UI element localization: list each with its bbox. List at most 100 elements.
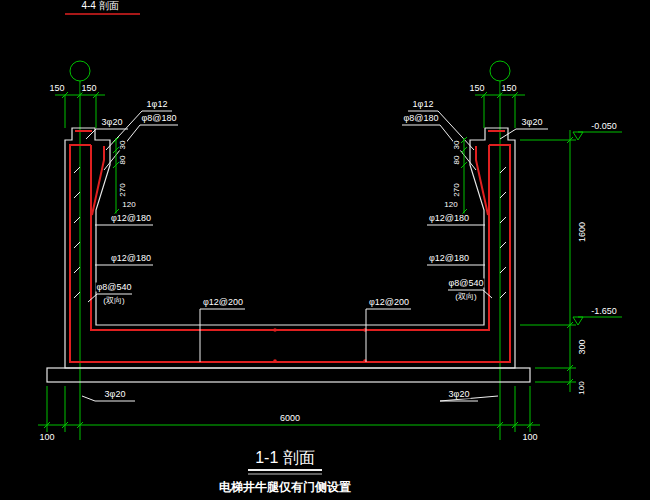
leader-line <box>86 129 128 139</box>
rebar-callout: 3φ20 <box>521 118 544 127</box>
axis-line <box>70 61 510 440</box>
rebar-callout: φ12@200 <box>202 298 244 307</box>
dimension-text: 270 <box>453 182 461 197</box>
rebar <box>476 146 488 215</box>
title-underline <box>248 470 322 474</box>
distribution-bar <box>74 192 80 198</box>
leader-line <box>82 111 548 401</box>
elevation-text: -0.050 <box>590 122 618 131</box>
distribution-bar <box>500 192 506 198</box>
rebar <box>70 131 510 362</box>
distribution-bar <box>74 167 80 173</box>
axis-line <box>80 81 81 440</box>
dimension-text: 1600 <box>578 221 587 243</box>
dimension-line <box>520 325 576 326</box>
dimension-text: 150 <box>500 84 517 93</box>
distribution-bar <box>74 167 506 298</box>
dimension-text: 30 <box>453 140 461 151</box>
rebar-callout: 3φ20 <box>104 390 127 399</box>
rebar-callout: φ8@180 <box>403 114 440 123</box>
dimension-line <box>38 425 540 426</box>
leader-line <box>95 225 153 226</box>
dimension-line <box>65 95 66 128</box>
dimension-text: 270 <box>119 182 127 197</box>
dimension-line <box>484 95 485 128</box>
distribution-bar <box>74 267 80 273</box>
rebar-callout: 1φ12 <box>412 100 435 109</box>
elevation-text: -1.650 <box>590 307 618 316</box>
dimension-text: 120 <box>121 201 136 209</box>
dimension-text: 100 <box>38 433 55 442</box>
distribution-bar <box>74 292 80 298</box>
rebar-callout: φ12@180 <box>428 214 470 223</box>
rebar-callout: φ12@180 <box>110 254 152 263</box>
distribution-bar <box>500 167 506 173</box>
dimension-line <box>520 140 576 141</box>
dimension-text: 150 <box>48 84 65 93</box>
rebar-callout: 1φ12 <box>146 100 169 109</box>
leader-line <box>366 309 411 362</box>
rebar-note: (双向) <box>454 293 477 301</box>
rebar-callout: φ8@540 <box>448 279 485 288</box>
axis-line <box>70 61 90 81</box>
distribution-bar <box>500 267 506 273</box>
rebar <box>91 145 489 330</box>
section-title: 1-1 剖面 <box>254 450 316 466</box>
rebar-callout: 3φ20 <box>448 390 471 399</box>
rebar <box>92 146 104 215</box>
dimension-line <box>573 132 622 140</box>
dimension-line <box>567 137 573 385</box>
dimension-line <box>573 317 622 325</box>
dimension-line <box>44 422 533 428</box>
rebar-dot <box>273 359 277 363</box>
distribution-bar <box>500 242 506 248</box>
title-underline <box>248 469 322 471</box>
rebar-dot <box>273 328 367 363</box>
distribution-bar <box>500 217 506 223</box>
concrete-outline <box>47 368 530 382</box>
rebar-callout: φ8@540 <box>96 283 133 292</box>
dimension-text: 150 <box>80 84 97 93</box>
dimension-text: 30 <box>119 140 127 151</box>
rebar <box>70 145 510 362</box>
rebar-callout: 3φ20 <box>101 118 124 127</box>
dimension-line <box>535 382 576 383</box>
dimension-line <box>535 368 576 369</box>
rebar-callout: φ8@180 <box>141 114 178 123</box>
axis-line <box>500 81 501 440</box>
dimension-line <box>62 92 518 98</box>
rebar <box>75 130 505 132</box>
dimension-text: 300 <box>578 338 587 355</box>
leader-line <box>95 265 153 266</box>
rebar-callout: φ12@180 <box>428 254 470 263</box>
dimension-line <box>461 137 467 215</box>
concrete-outline <box>65 128 515 368</box>
dimension-text: 6000 <box>279 414 301 423</box>
leader-line <box>200 309 245 362</box>
section-caption: 电梯井牛腿仅有门侧设置 <box>218 481 352 493</box>
dimension-text: 120 <box>443 201 458 209</box>
leader-line <box>500 129 548 139</box>
rebar-callout: φ12@180 <box>110 214 152 223</box>
title-underline <box>248 474 322 475</box>
distribution-bar <box>500 292 506 298</box>
leader-line <box>104 125 178 170</box>
dimension-line <box>96 95 97 128</box>
distribution-bar <box>74 242 80 248</box>
axis-line <box>490 61 510 81</box>
concrete-outline <box>47 128 530 382</box>
dimension-line <box>515 95 516 128</box>
rebar-note: (双向) <box>102 297 125 305</box>
dimension-line <box>570 130 571 392</box>
dimension-text: 80 <box>119 155 127 166</box>
section-mark <box>65 13 140 15</box>
leader-line <box>402 125 476 170</box>
dimension-text: 150 <box>468 84 485 93</box>
dimension-text: 100 <box>521 433 538 442</box>
rebar-callout: φ12@200 <box>368 298 410 307</box>
section-mark <box>65 13 140 15</box>
dimension-line <box>38 92 622 432</box>
dimension-text: 100 <box>578 380 586 395</box>
